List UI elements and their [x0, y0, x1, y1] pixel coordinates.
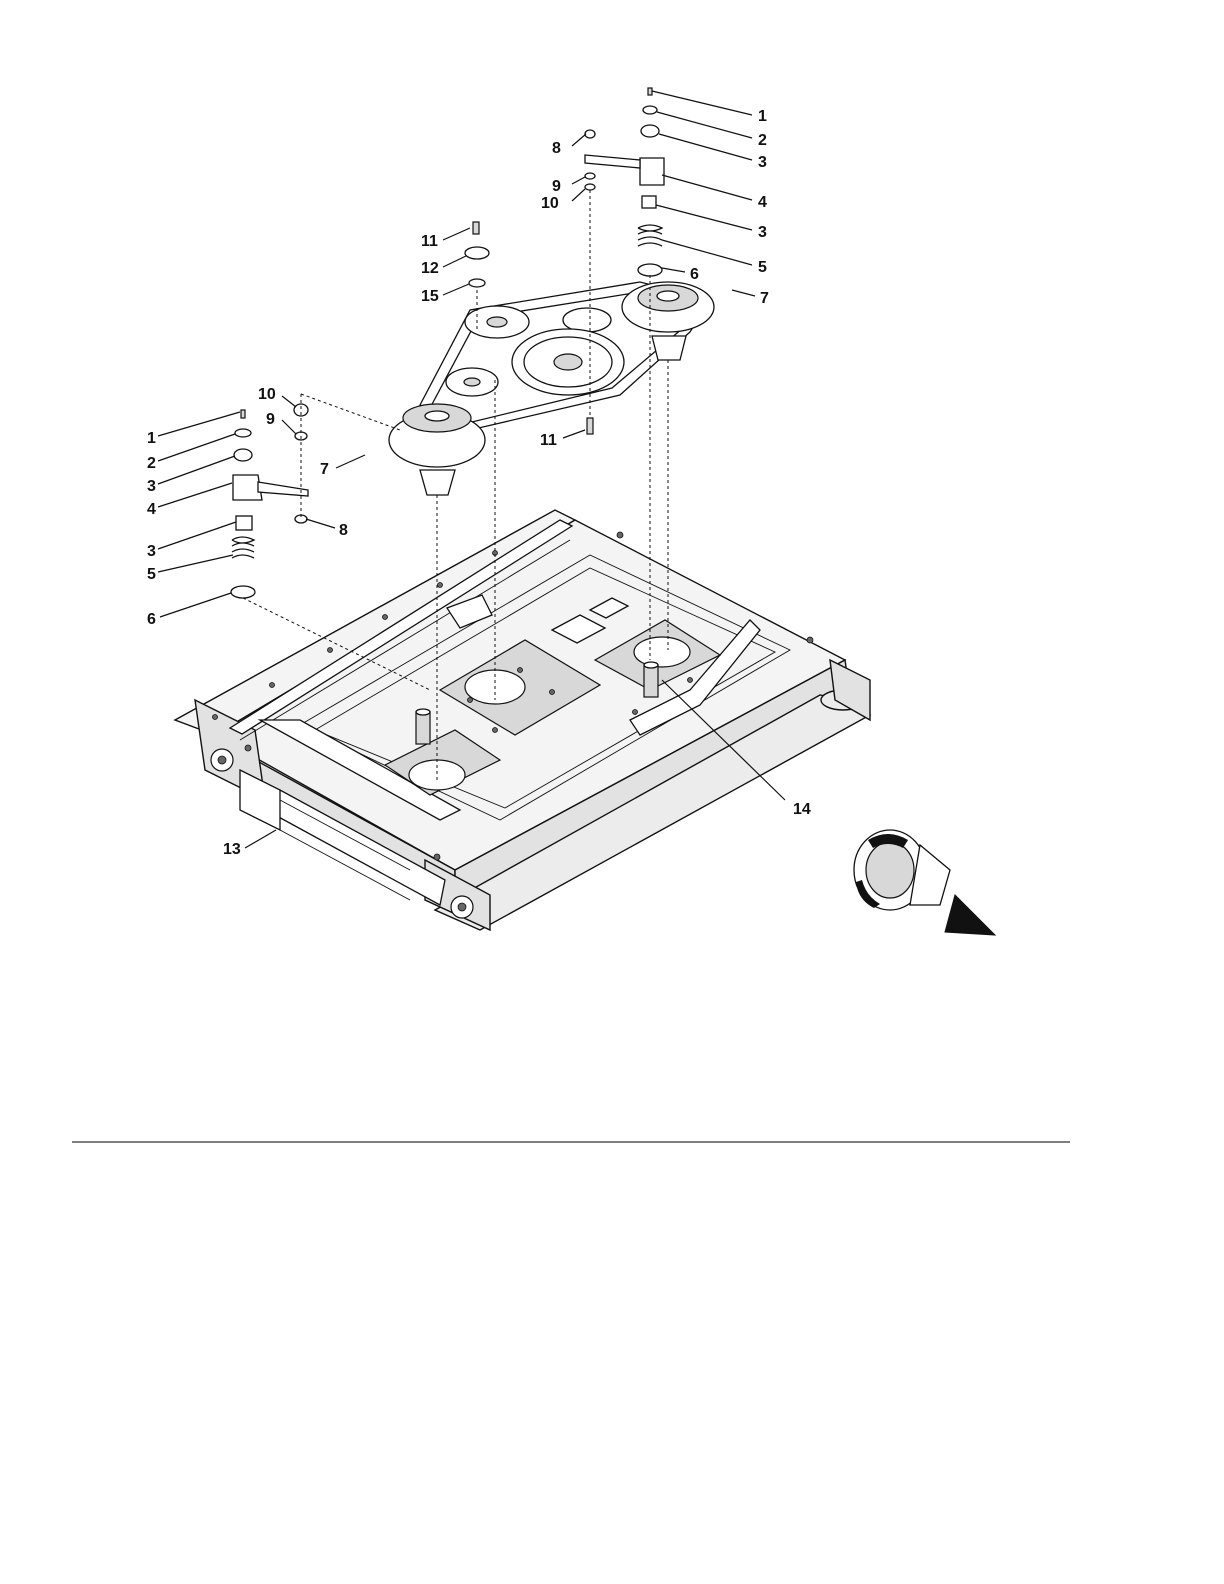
callout-10-left: 10 — [258, 386, 276, 403]
callout-2-left: 2 — [147, 455, 156, 472]
callout-5-right: 5 — [758, 259, 767, 276]
callout-1-left: 1 — [147, 430, 156, 447]
callout-6-right: 6 — [690, 266, 699, 283]
callout-8-left: 8 — [339, 522, 348, 539]
callout-7-left: 7 — [320, 461, 329, 478]
callout-13: 13 — [223, 841, 241, 858]
callout-15: 15 — [421, 288, 439, 305]
belt-drive — [389, 282, 714, 495]
callout-2-right: 2 — [758, 132, 767, 149]
callout-6-left: 6 — [147, 611, 156, 628]
callout-9-right: 9 — [552, 178, 561, 195]
callout-9-left: 9 — [266, 411, 275, 428]
callout-3-right-lower: 3 — [758, 224, 767, 241]
callout-4-left: 4 — [147, 501, 156, 518]
callout-11-upper: 11 — [421, 233, 438, 250]
callout-8-right: 8 — [552, 140, 561, 157]
callout-3-left-upper: 3 — [147, 478, 156, 495]
callout-7-right: 7 — [760, 290, 769, 307]
mower-deck — [175, 510, 870, 930]
callout-5-left: 5 — [147, 566, 156, 583]
orientation-arrow-icon — [854, 830, 995, 935]
callout-3-right-upper: 3 — [758, 154, 767, 171]
callout-1-right: 1 — [758, 108, 767, 125]
callout-14: 14 — [793, 801, 811, 818]
callout-12: 12 — [421, 260, 439, 277]
callout-3-left-lower: 3 — [147, 543, 156, 560]
callout-11-lower: 11 — [540, 432, 557, 449]
callout-4-right: 4 — [758, 194, 767, 211]
callout-10-right: 10 — [541, 195, 559, 212]
left-idler-arm-stack — [231, 404, 308, 598]
